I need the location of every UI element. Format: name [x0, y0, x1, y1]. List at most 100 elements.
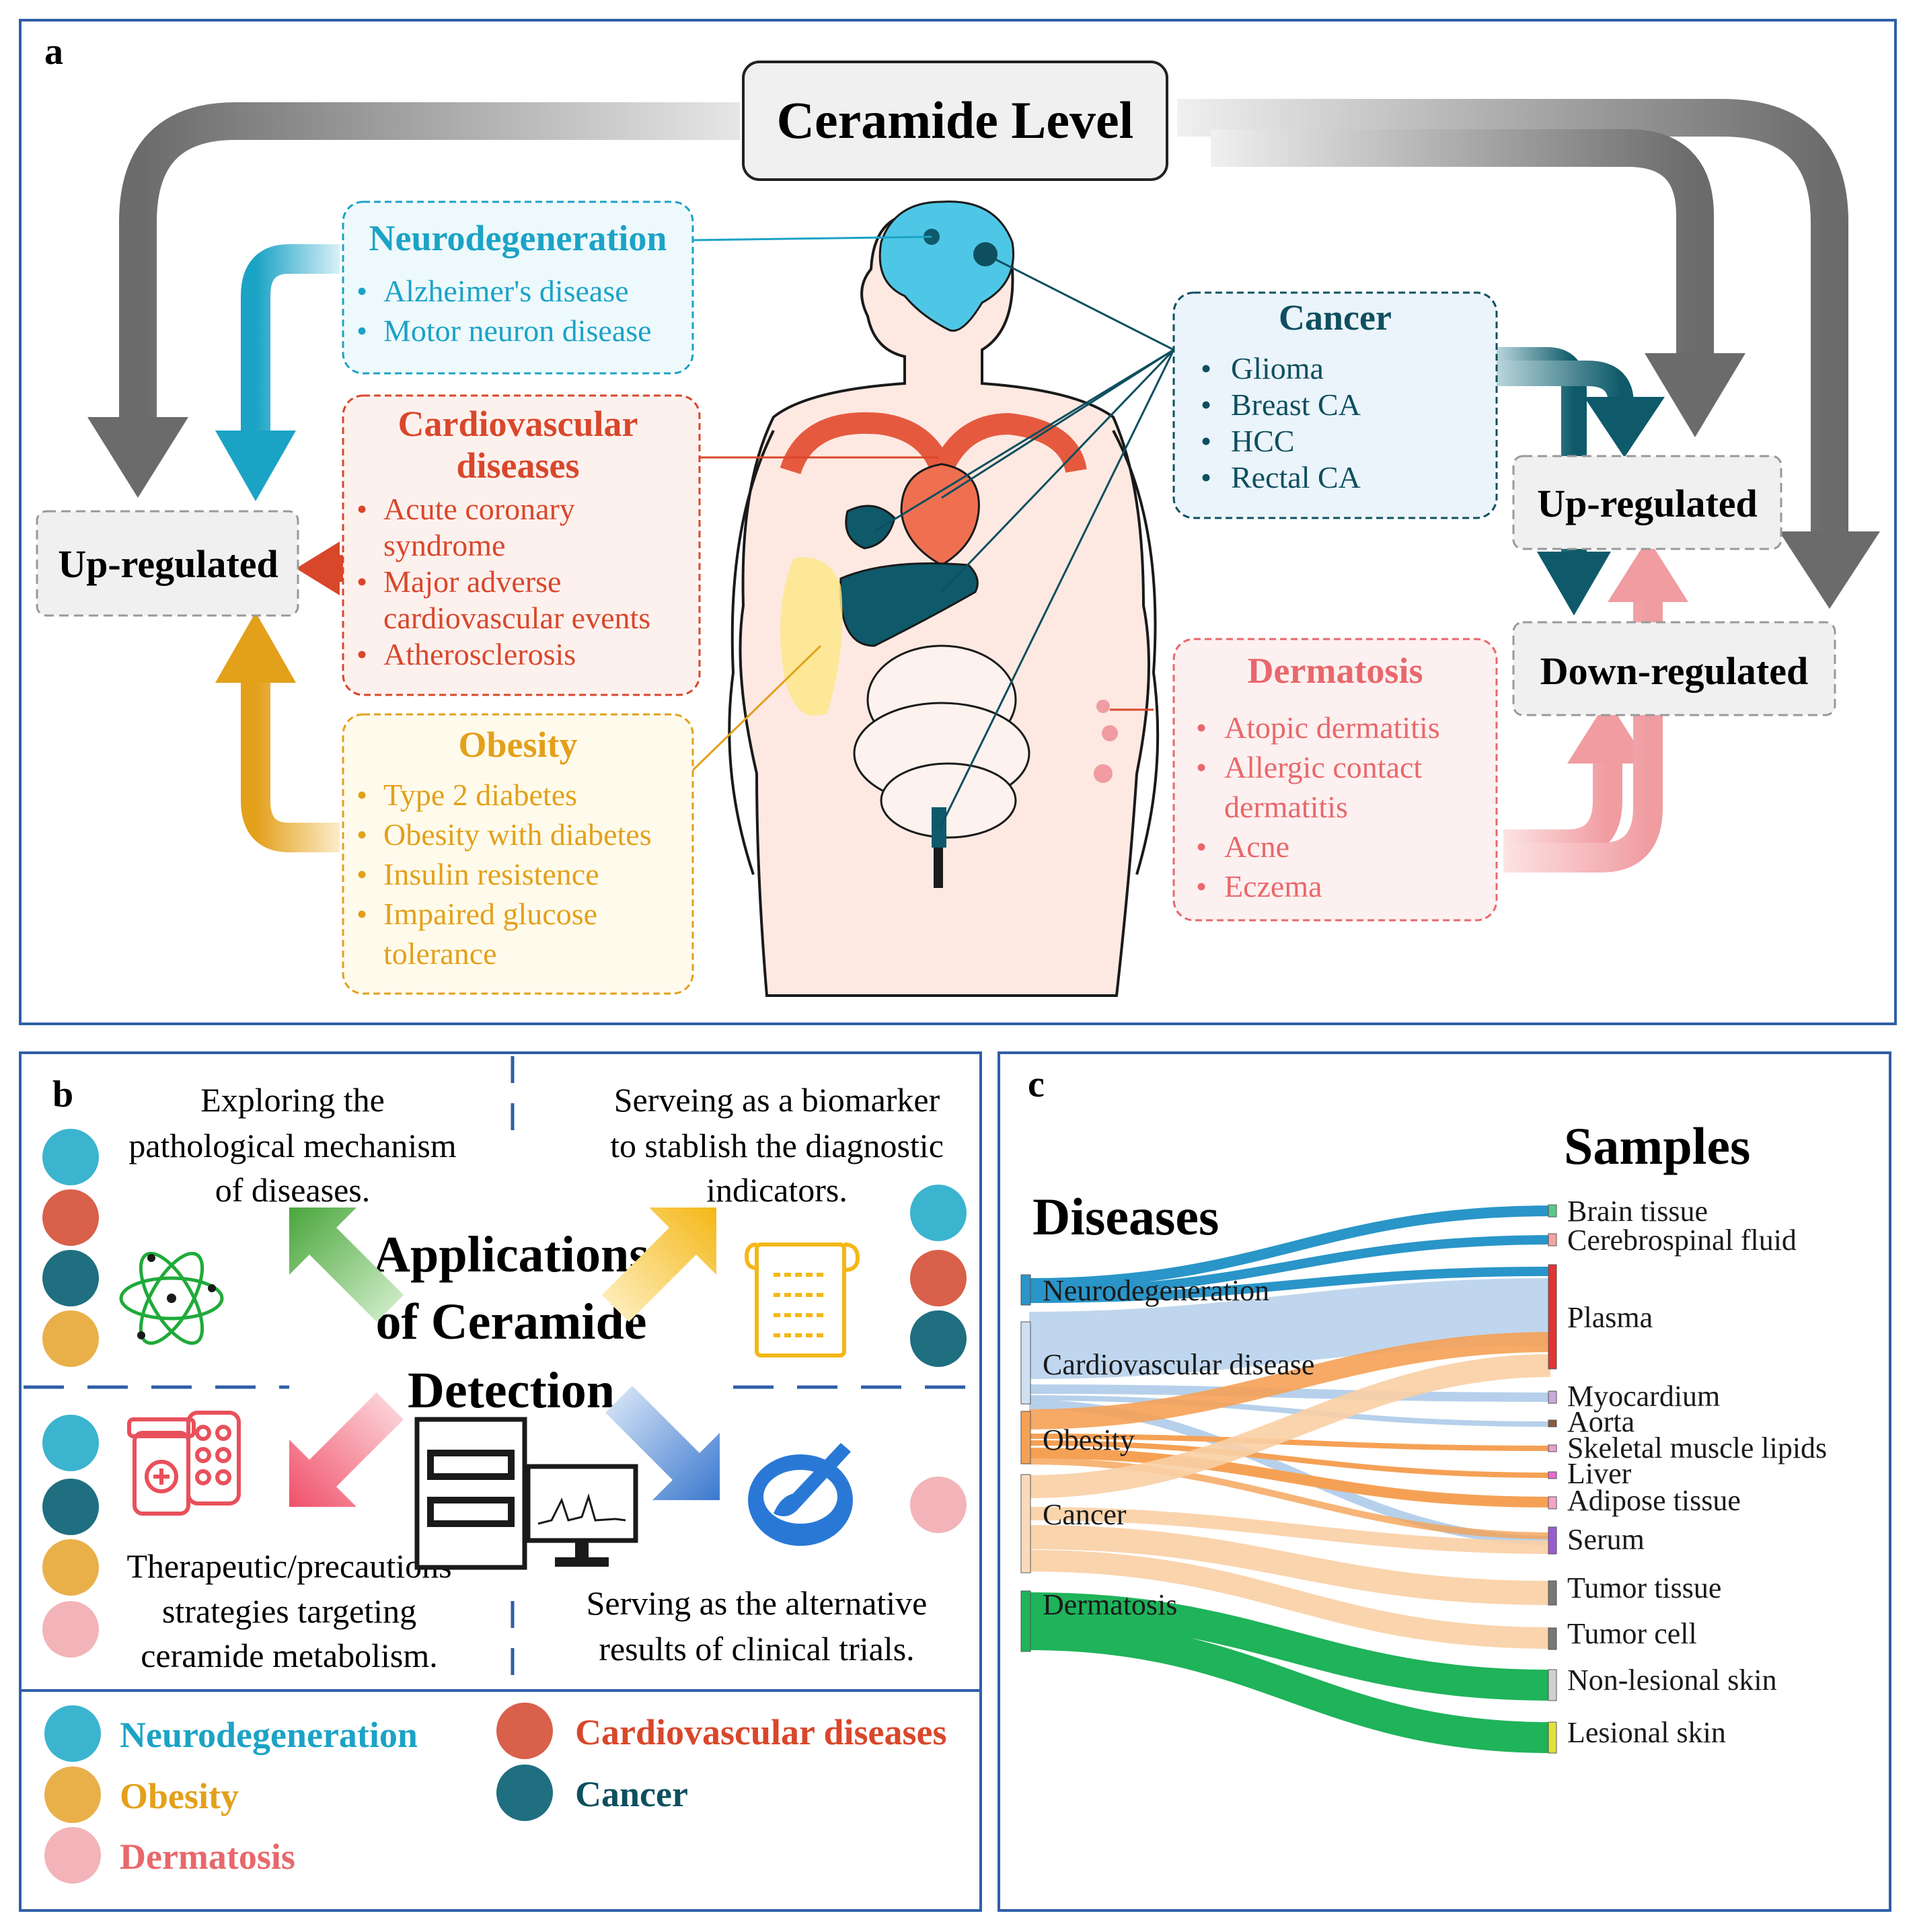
- node-skeletal: [1548, 1444, 1557, 1452]
- node-liver: [1548, 1471, 1557, 1479]
- gray-arrow-right-inner: [1211, 129, 1714, 353]
- q1-line: pathological mechanism: [128, 1127, 456, 1164]
- legend-swatch-neuro: [44, 1705, 101, 1762]
- svg-text:•: •: [356, 492, 367, 526]
- svg-text:•: •: [1201, 351, 1211, 385]
- gray-arrow-left-head: [87, 417, 188, 498]
- sample-label: Non-lesional skin: [1567, 1664, 1777, 1697]
- node-obesity: [1020, 1411, 1031, 1464]
- dermatosis-item: Atopic dermatitis: [1224, 710, 1440, 745]
- flow-cancer-serum: [1028, 1507, 1551, 1554]
- cancer-dot: [42, 1479, 99, 1535]
- cancer-list: •Glioma •Breast CA •HCC •Rectal CA: [1201, 351, 1361, 494]
- svg-text:•: •: [356, 857, 367, 891]
- dermatosis-title: Dermatosis: [1248, 651, 1423, 691]
- q1-line: of diseases.: [215, 1171, 371, 1209]
- document-icon: [744, 1242, 860, 1358]
- flow-cancer-tumor-cell: [1028, 1550, 1551, 1649]
- disease-label: Cardiovascular disease: [1043, 1348, 1314, 1381]
- node-derma: [1020, 1590, 1031, 1652]
- ceramide-level-box: [742, 61, 1168, 181]
- node-adipose: [1548, 1496, 1557, 1510]
- legend-label-obesity: Obesity: [120, 1776, 239, 1816]
- right-downregulated-label: Down-regulated: [1540, 649, 1808, 693]
- cardio-item: Acute coronary: [383, 492, 575, 526]
- flow-derma-nonlesional: [1028, 1592, 1551, 1701]
- sankey-flows: [1028, 1205, 1551, 1753]
- human-body-illustration: [728, 200, 1160, 997]
- right-downregulated-box: [1512, 621, 1836, 716]
- cardio-dot: [42, 1189, 99, 1246]
- flow-cardio-plasma: [1028, 1278, 1551, 1379]
- q4-text: Serving as the alternative results of cl…: [587, 1584, 928, 1668]
- flow-obesity-serum: [1028, 1458, 1551, 1539]
- cancer-item: Breast CA: [1231, 387, 1361, 422]
- atom-icon: [119, 1251, 224, 1345]
- q3-line: Therapeutic/precautions: [126, 1547, 451, 1585]
- center-title: Applications of Ceramide Detection: [373, 1226, 649, 1419]
- svg-text:•: •: [356, 817, 367, 852]
- neuro-list: •Alzheimer's disease •Motor neuron disea…: [356, 274, 652, 348]
- q2-line: Serveing as a biomarker: [614, 1081, 940, 1119]
- sample-label: Myocardium: [1567, 1380, 1720, 1413]
- q3-text: Therapeutic/precautions strategies targe…: [126, 1547, 451, 1674]
- flow-cardio-aorta: [1028, 1395, 1551, 1427]
- cancer-title: Cancer: [1279, 297, 1392, 338]
- node-serum: [1548, 1526, 1557, 1555]
- green-arrow-icon: [289, 1208, 404, 1322]
- obesity-dot: [42, 1539, 99, 1596]
- node-myocardium: [1548, 1390, 1557, 1404]
- cancer-box: [1172, 291, 1498, 519]
- q1-text: Exploring the pathological mechanism of …: [128, 1081, 456, 1209]
- dermatosis-item: Allergic contact: [1224, 750, 1422, 784]
- samples-title: Samples: [1564, 1117, 1750, 1175]
- flow-obesity-liver: [1028, 1440, 1551, 1478]
- neuro-item: Motor neuron disease: [383, 313, 652, 348]
- node-csf: [1548, 1233, 1557, 1247]
- disease-label: Neurodegeneration: [1043, 1274, 1269, 1307]
- node-neuro: [1020, 1274, 1031, 1306]
- q4-line: Serving as the alternative: [587, 1584, 928, 1622]
- organ-connector-lines: [691, 235, 1175, 828]
- legend-swatch-cancer: [496, 1764, 553, 1821]
- gray-arrow-right-outer: [1177, 99, 1848, 531]
- dermatosis-item: dermatitis: [1224, 790, 1348, 824]
- neuro-dot: [910, 1185, 967, 1241]
- q1-dots: [42, 1129, 99, 1367]
- disease-label: Cancer: [1043, 1498, 1127, 1531]
- legend-label-cardio: Cardiovascular diseases: [575, 1712, 947, 1752]
- cancer-item: Rectal CA: [1231, 460, 1361, 494]
- svg-text:•: •: [1196, 829, 1207, 864]
- svg-text:•: •: [1196, 710, 1207, 745]
- flow-neuro-plasma: [1028, 1267, 1551, 1303]
- svg-text:•: •: [1201, 387, 1211, 422]
- pink-arrow-icon: [289, 1392, 404, 1507]
- node-cancer: [1020, 1474, 1031, 1573]
- dermatosis-list: • Atopic dermatitis • Allergic contact der…: [1196, 710, 1440, 903]
- cardio-title-1: Cardiovascular: [398, 404, 638, 444]
- panel-b-label: b: [52, 1074, 73, 1115]
- q2-text: Serveing as a biomarker to stablish the …: [610, 1081, 944, 1209]
- cardio-box: [342, 394, 701, 696]
- left-upregulated-label: Up-regulated: [58, 542, 278, 586]
- node-tumor-cell: [1548, 1627, 1557, 1650]
- svg-text:•: •: [1196, 869, 1207, 903]
- teal-arrow-up-head: [1584, 397, 1665, 457]
- svg-text:•: •: [356, 778, 367, 812]
- dermatosis-item: Eczema: [1224, 869, 1322, 903]
- obesity-item: tolerance: [383, 936, 497, 971]
- node-lesional: [1548, 1721, 1557, 1754]
- cancer-dot: [910, 1310, 967, 1367]
- medication-icon: [127, 1411, 241, 1516]
- orange-arrow-head: [215, 612, 296, 683]
- flow-derma-lesional: [1028, 1619, 1551, 1753]
- teal-arrow-down-head: [1537, 552, 1611, 616]
- gray-arrow-right-outer-head: [1779, 531, 1880, 609]
- dermatosis-item: Acne: [1224, 829, 1289, 864]
- flow-obesity-adipose: [1028, 1448, 1551, 1508]
- svg-text:•: •: [1196, 750, 1207, 784]
- node-tumor-tissue: [1548, 1580, 1557, 1606]
- cardio-item: syndrome: [383, 528, 505, 562]
- center-title-line: of Ceramide: [375, 1294, 646, 1350]
- flow-neuro-brain: [1028, 1205, 1551, 1289]
